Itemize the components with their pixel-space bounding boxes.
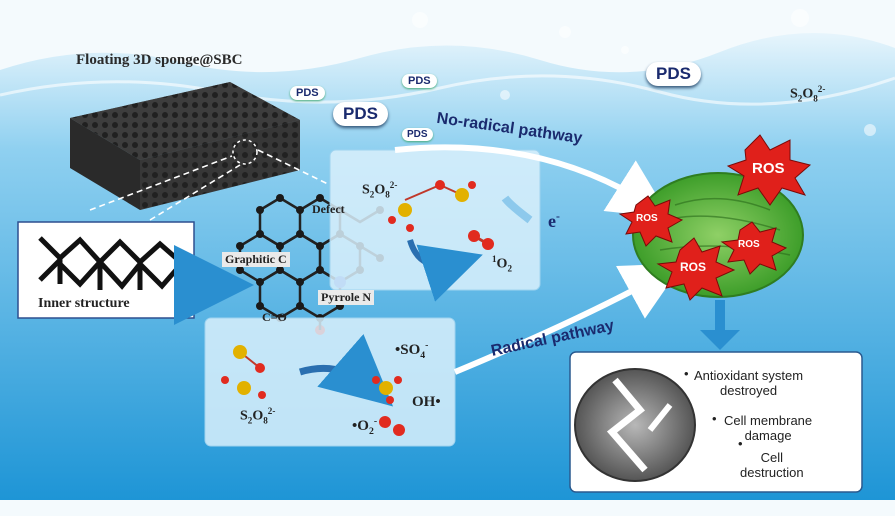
lattice-icon [38,236,178,290]
persulfate-label-upper: S2O82- [362,180,398,200]
superoxide-radical-label: •O2- [352,416,378,437]
ros-label-4: ROS [680,260,707,274]
pds-pill-large: PDS [333,102,388,126]
ros-label-1: ROS [752,160,785,177]
molecule-lower [221,345,266,399]
pds-pill-small-1: PDS [290,86,325,100]
carbonyl-label: C=O [262,310,287,324]
ros-label-3: ROS [738,239,760,250]
ros-burst-1 [726,134,812,206]
defect-label: Defect [312,202,345,216]
ros-burst-3 [720,221,788,275]
electron-label: e- [548,210,560,231]
pds-pill-top-right: PDS [646,62,701,86]
ros-burst-4 [656,237,736,301]
damaged-cell [574,368,696,482]
figure-title: Floating 3D sponge@SBC [76,52,243,68]
hydroxyl-radical-label: OH• [412,394,441,410]
ros-label-2: ROS [636,213,658,224]
effect-item-1: • Antioxidant system destroyed [684,366,804,398]
ros-burst-2 [618,195,684,247]
singlet-oxygen-label: 1O2 [492,254,512,274]
pyrrole-n-label: Pyrrole N [318,290,375,305]
singlet-oxygen-molecule [468,230,494,250]
sulfate-radical-molecule [372,376,402,404]
sulfate-radical-label: •SO4- [395,340,429,361]
persulfate-label-top: S2O82- [790,84,826,104]
superoxide-molecule [379,416,405,436]
persulfate-label-lower: S2O82- [240,406,276,426]
effect-item-3: • Cell destruction [738,436,804,480]
molecule-upper [388,180,476,232]
effect-item-2: • Cell membrane damage [712,411,813,443]
sponge-block [70,82,300,210]
inner-structure-label: Inner structure [38,296,130,311]
pds-pill-small-2: PDS [402,74,437,88]
pds-pill-small-3: PDS [402,128,433,141]
graphitic-c-label: Graphitic C [222,252,290,267]
